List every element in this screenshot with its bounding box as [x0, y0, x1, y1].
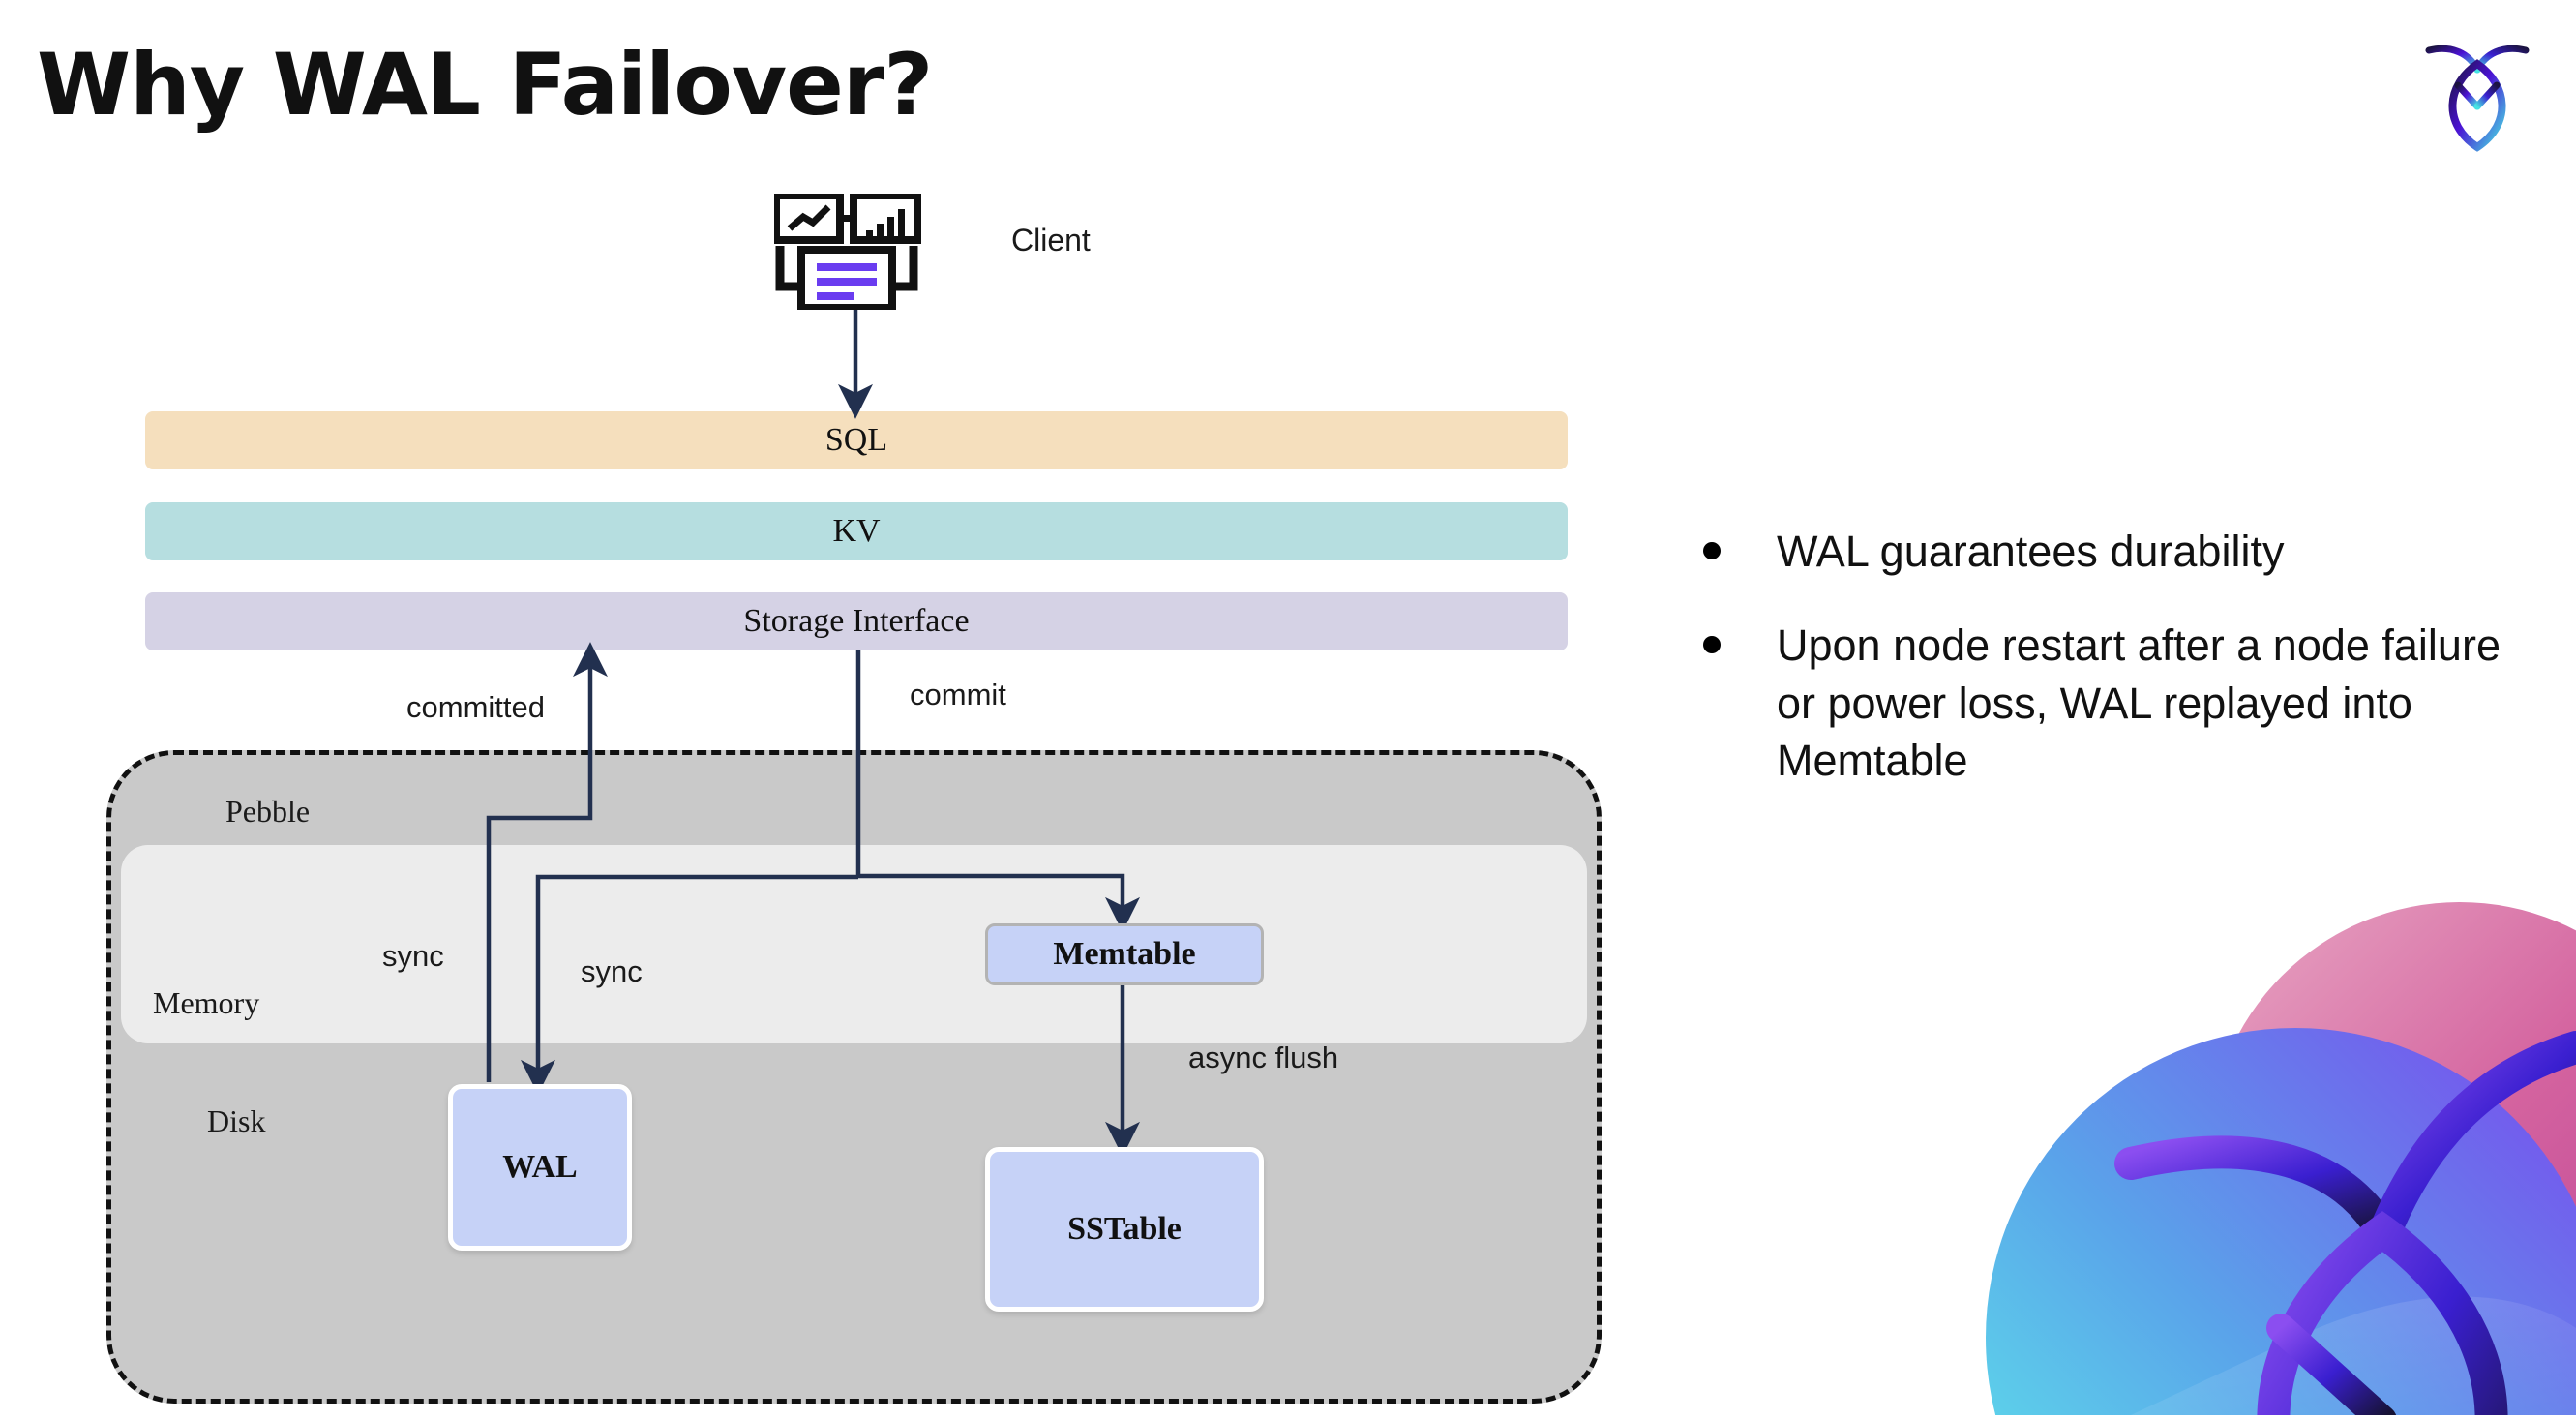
bullet-dot-icon	[1703, 636, 1721, 654]
node-sstable-label: SSTable	[1067, 1211, 1182, 1247]
node-wal: WAL	[448, 1084, 632, 1251]
list-item: WAL guarantees durability	[1703, 523, 2506, 580]
layer-kv-label: KV	[832, 513, 881, 549]
edge-label-async-flush: async flush	[1188, 1041, 1339, 1074]
cockroach-logo-icon	[2419, 29, 2535, 155]
layer-storage-label: Storage Interface	[743, 603, 970, 639]
memory-label: Memory	[153, 985, 260, 1020]
node-wal-label: WAL	[502, 1149, 578, 1185]
bullet-dot-icon	[1703, 542, 1721, 559]
layer-kv: KV	[145, 502, 1568, 560]
node-sstable: SSTable	[985, 1147, 1264, 1312]
layer-storage-interface: Storage Interface	[145, 592, 1568, 650]
bullet-list: WAL guarantees durability Upon node rest…	[1703, 523, 2506, 827]
node-memtable-label: Memtable	[1053, 936, 1196, 972]
disk-label: Disk	[207, 1103, 266, 1138]
edge-label-sync-1: sync	[382, 939, 444, 973]
client-label: Client	[1011, 223, 1091, 257]
layer-sql-label: SQL	[824, 422, 888, 458]
bullet-text: WAL guarantees durability	[1777, 527, 2285, 576]
architecture-diagram: Client SQL KV Storage Interface Pebble M…	[106, 192, 1602, 1404]
pebble-label: Pebble	[225, 794, 311, 829]
node-memtable: Memtable	[985, 923, 1264, 985]
page-title: Why WAL Failover?	[37, 35, 933, 135]
memory-region	[121, 845, 1587, 1043]
cockroach-gradient-art-icon	[1841, 873, 2576, 1420]
edge-label-commit: commit	[910, 678, 1006, 711]
client-dashboard-icon	[772, 192, 929, 312]
edge-label-sync-2: sync	[581, 954, 643, 988]
list-item: Upon node restart after a node failure o…	[1703, 617, 2506, 789]
edge-label-committed: committed	[406, 690, 545, 724]
bullet-text: Upon node restart after a node failure o…	[1777, 620, 2501, 786]
layer-sql: SQL	[145, 411, 1568, 469]
